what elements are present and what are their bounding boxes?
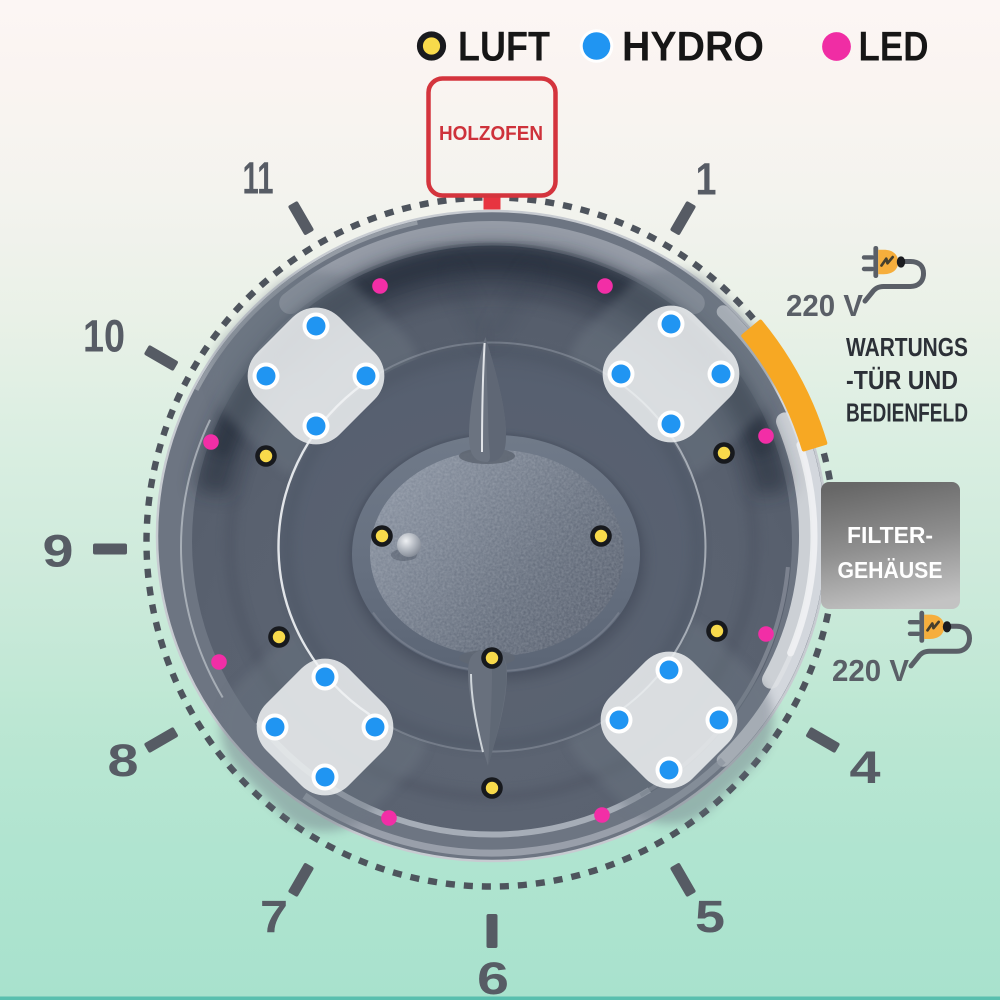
svg-text:8: 8: [108, 735, 139, 786]
svg-text:GEHÄUSE: GEHÄUSE: [838, 557, 943, 583]
svg-text:WARTUNGS: WARTUNGS: [846, 332, 968, 362]
svg-text:11: 11: [243, 153, 274, 204]
svg-text:7: 7: [260, 891, 288, 942]
svg-text:-TÜR UND: -TÜR UND: [846, 365, 958, 395]
svg-text:220 V: 220 V: [786, 288, 863, 323]
svg-text:LUFT: LUFT: [458, 23, 550, 70]
svg-text:LED: LED: [859, 23, 929, 70]
svg-text:10: 10: [83, 311, 125, 362]
svg-text:HYDRO: HYDRO: [622, 23, 764, 70]
svg-text:HOLZOFEN: HOLZOFEN: [439, 123, 543, 145]
svg-text:9: 9: [43, 526, 74, 577]
svg-text:FILTER-: FILTER-: [847, 522, 933, 548]
svg-text:4: 4: [850, 742, 881, 793]
svg-text:1: 1: [696, 154, 717, 205]
svg-text:6: 6: [477, 953, 509, 1000]
svg-text:5: 5: [695, 891, 725, 942]
svg-text:BEDIENFELD: BEDIENFELD: [846, 398, 968, 428]
svg-text:220 V: 220 V: [832, 653, 909, 688]
